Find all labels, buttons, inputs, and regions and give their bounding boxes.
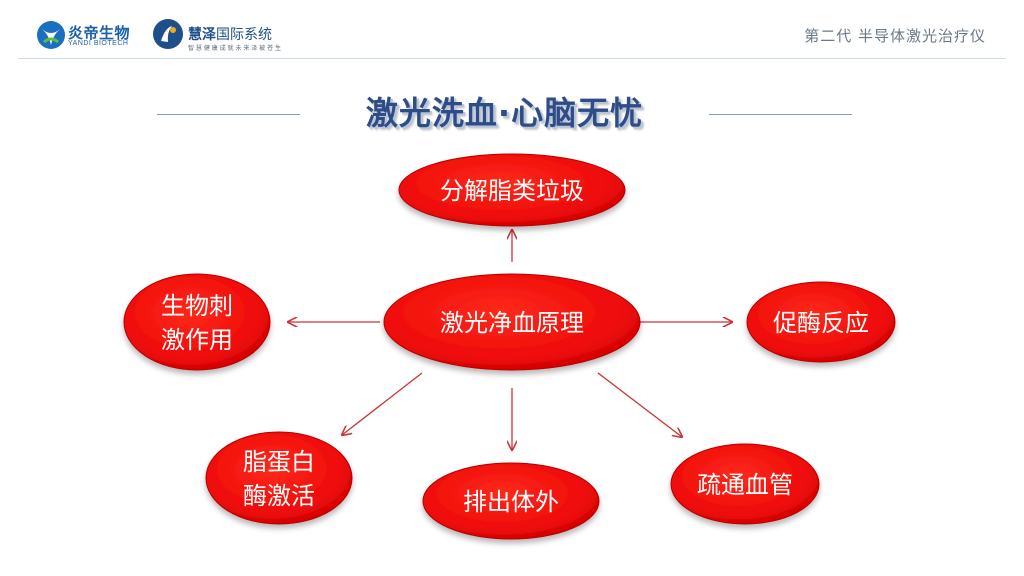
huize-logo-subtitle: 智 慧 健 康 成 就 未 来 泽 被 苍 生 <box>188 45 281 52</box>
yandi-logo-subtitle: YANDI BIOTECH <box>68 40 129 47</box>
node-top-ellipse <box>398 153 626 227</box>
node-bottom-ellipse <box>422 462 600 540</box>
node-bottom: 排出体外 <box>422 462 600 540</box>
node-right: 促酶反应 <box>746 281 896 363</box>
node-center-ellipse <box>383 273 641 371</box>
huize-logo-name-bold: 慧泽 <box>188 27 216 43</box>
header-product-name: 第二代 半导体激光治疗仪 <box>804 27 986 45</box>
node-center: 激光净血原理 <box>383 273 641 371</box>
yandi-logo: 炎帝生物 YANDI BIOTECH <box>36 20 136 52</box>
huize-logo-icon <box>153 19 183 49</box>
node-bottom-left-label: 脂蛋白 <box>243 448 315 476</box>
node-left-label: 生物刺 <box>161 292 233 320</box>
node-right-ellipse <box>746 281 896 363</box>
title-line-right <box>709 114 852 115</box>
node-top-label: 分解脂类垃圾 <box>440 177 584 205</box>
node-top: 分解脂类垃圾 <box>398 153 626 227</box>
yandi-logo-name: 炎帝生物 <box>68 24 131 42</box>
node-bottom-right-ellipse <box>670 443 820 525</box>
page-title: 激光洗血·心脑无忧 <box>365 94 644 132</box>
header-divider <box>18 58 1006 59</box>
node-right-label: 促酶反应 <box>773 309 869 337</box>
header: 炎帝生物 YANDI BIOTECH 慧泽国际系统 智 慧 健 康 成 就 未 … <box>0 0 1024 62</box>
title-line-left <box>157 114 300 115</box>
node-bottom-left-label: 酶激活 <box>243 482 315 510</box>
node-bottom-right-label: 疏通血管 <box>697 471 793 499</box>
node-left-label: 激作用 <box>161 326 233 354</box>
arrow-to-bottom-left <box>342 372 423 435</box>
huize-logo-name-rest: 国际系统 <box>216 27 272 43</box>
node-bottom-right: 疏通血管 <box>670 443 820 525</box>
node-center-label: 激光净血原理 <box>440 309 584 337</box>
huize-logo-name: 慧泽国际系统 <box>188 24 272 44</box>
node-left-ellipse <box>123 273 271 371</box>
huize-logo: 慧泽国际系统 智 慧 健 康 成 就 未 来 泽 被 苍 生 <box>152 18 292 52</box>
node-bottom-left-ellipse <box>205 431 353 525</box>
title-area: 激光洗血·心脑无忧 <box>0 88 1024 134</box>
yandi-logo-icon <box>37 21 65 49</box>
diagram-arrows <box>288 230 732 450</box>
node-bottom-label: 排出体外 <box>463 488 559 516</box>
diagram-nodes: 分解脂类垃圾生物刺激作用促酶反应脂蛋白酶激活排出体外疏通血管激光净血原理 <box>123 153 896 540</box>
arrow-to-bottom-right <box>597 372 682 437</box>
